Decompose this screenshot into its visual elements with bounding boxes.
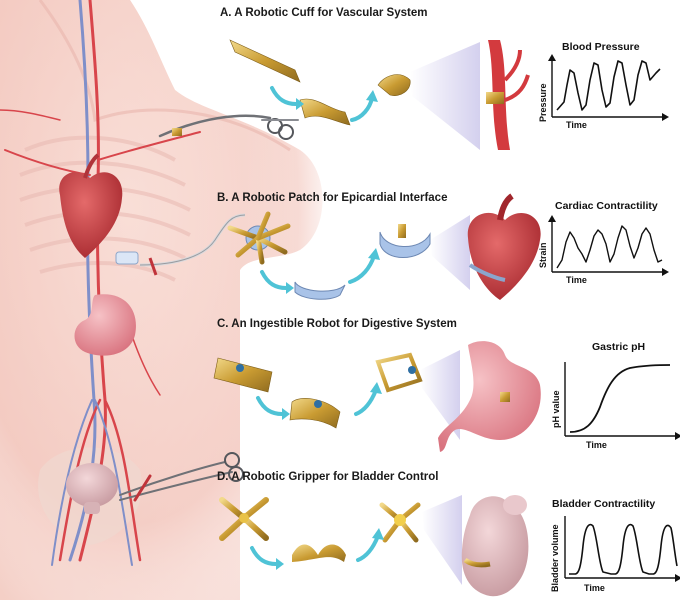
plot-a-title: Blood Pressure	[562, 41, 640, 53]
plot-c-xlabel: Time	[586, 440, 607, 450]
axis-arrowhead	[662, 268, 669, 276]
zoom-beam	[410, 42, 480, 150]
stomach-icon	[438, 341, 541, 452]
step-arrowhead	[372, 528, 384, 540]
section-a-title: A. A Robotic Cuff for Vascular System	[220, 7, 428, 19]
artery-icon	[486, 40, 530, 150]
zoom-beam	[422, 495, 462, 585]
step-arrowhead	[366, 90, 378, 102]
plot-d-ylabel: Bladder volume	[550, 524, 560, 592]
cable-b	[139, 213, 246, 267]
body-bladder	[66, 463, 118, 514]
heart-icon	[467, 193, 541, 300]
axis-arrowhead	[675, 432, 680, 440]
zoom-beam	[420, 350, 460, 440]
plot-a-xlabel: Time	[566, 120, 587, 130]
section-d-title: D. A Robotic Gripper for Bladder Control	[217, 471, 439, 483]
step-arrowhead	[286, 282, 294, 294]
bladder-icon	[461, 495, 529, 597]
robot-strip-icon	[219, 497, 421, 562]
plot-line	[569, 523, 678, 575]
plot-line	[556, 60, 661, 111]
step-arrowhead	[276, 558, 284, 570]
robot-strip-icon	[227, 211, 431, 300]
plot-c	[564, 362, 680, 440]
step-arrowhead	[296, 98, 304, 110]
plot-a-ylabel: Pressure	[538, 83, 548, 122]
axis-arrowhead	[548, 215, 556, 222]
plot-b	[548, 215, 669, 276]
section-c-title: C. An Ingestible Robot for Digestive Sys…	[217, 318, 457, 330]
plot-c-ylabel: pH value	[551, 390, 561, 428]
plot-c-title: Gastric pH	[592, 341, 646, 353]
body-heart	[59, 153, 123, 258]
forceps-icon	[119, 452, 244, 502]
plot-b-title: Cardiac Contractility	[555, 200, 658, 212]
axis-arrowhead	[548, 54, 556, 61]
plot-d	[564, 516, 680, 582]
plot-a	[548, 54, 669, 121]
axis-arrowhead	[675, 574, 680, 582]
step-arrowhead	[282, 408, 290, 420]
plot-d-xlabel: Time	[584, 583, 605, 593]
plot-line	[569, 364, 671, 433]
plot-b-xlabel: Time	[566, 275, 587, 285]
axis-arrowhead	[662, 113, 669, 121]
cuff-on-vessel-icon	[172, 128, 182, 136]
robot-strip-icon	[229, 39, 411, 126]
robot-strip-icon	[213, 352, 423, 429]
body-stomach	[74, 294, 136, 356]
step-arrowhead	[370, 382, 382, 394]
section-b-title: B. A Robotic Patch for Epicardial Interf…	[217, 192, 448, 204]
step-arrow	[260, 254, 376, 290]
step-arrowhead	[368, 248, 380, 260]
plot-line	[556, 225, 663, 269]
plot-d-title: Bladder Contractility	[552, 498, 656, 510]
plot-b-ylabel: Strain	[538, 242, 548, 268]
step-arrow	[250, 534, 380, 566]
patch-on-heart-icon	[115, 251, 158, 276]
zoom-beam	[430, 215, 470, 290]
